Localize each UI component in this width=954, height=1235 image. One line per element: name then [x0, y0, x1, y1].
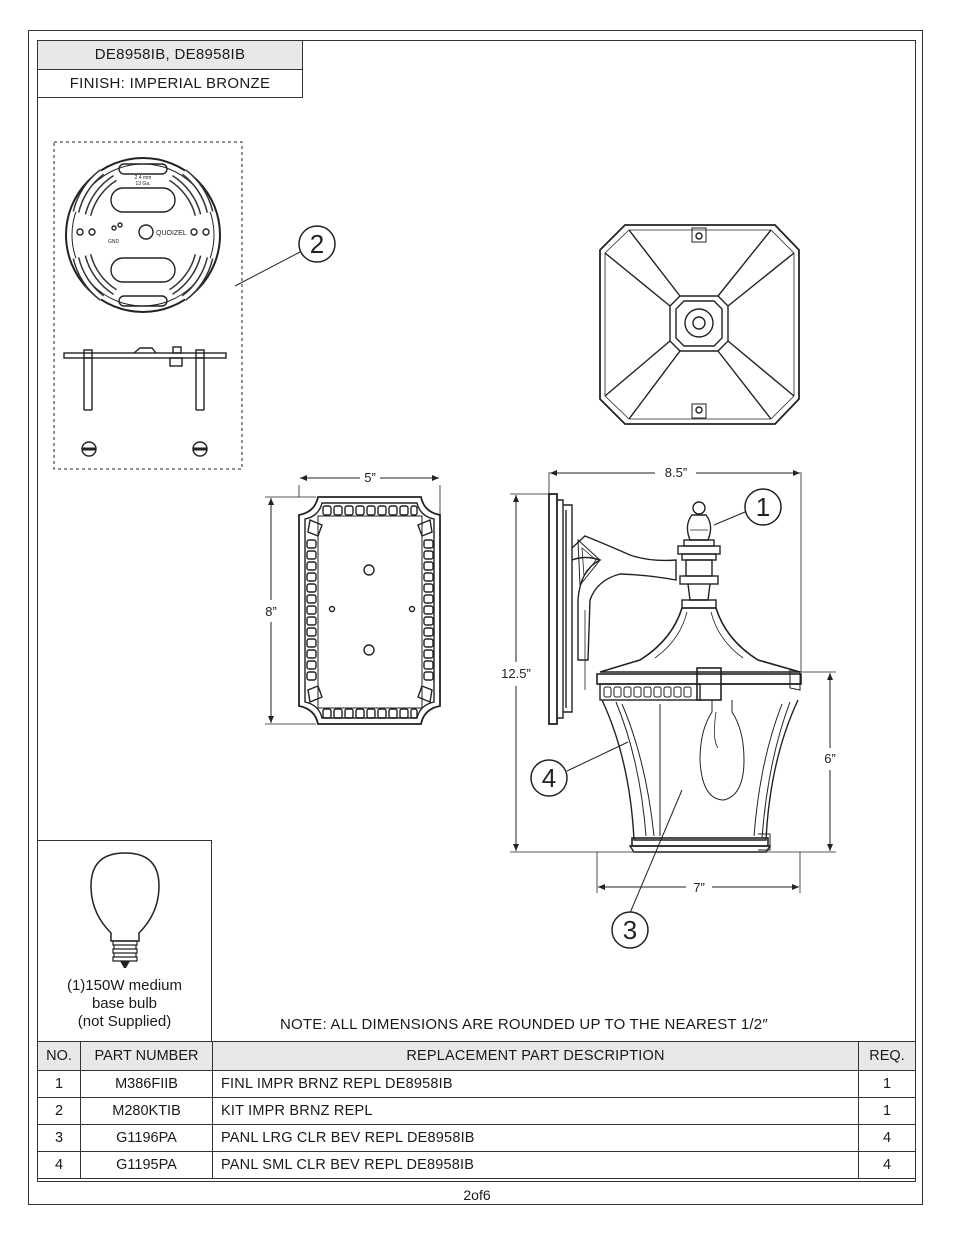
row-part-number: G1195PA: [80, 1151, 213, 1179]
table-header-row: NO. PART NUMBER REPLACEMENT PART DESCRIP…: [37, 1041, 916, 1071]
dim-depth: 8.5”: [665, 465, 687, 480]
mounting-kit-drawing: [53, 141, 301, 470]
row-description: FINL IMPR BRNZ REPL DE8958IB: [212, 1070, 859, 1098]
plate-ground-label: GND: [108, 239, 120, 245]
row-no: 2: [37, 1097, 81, 1125]
col-req: REQ.: [858, 1041, 916, 1071]
model-header: DE8958IB, DE8958IB FINISH: IMPERIAL BRON…: [37, 40, 303, 98]
plate-thickness-label: 2.4 mm: [135, 175, 152, 181]
row-no: 4: [37, 1151, 81, 1179]
bulb-line-3: (not Supplied): [77, 1013, 172, 1030]
plate-gauge-label: 13 Ga.: [135, 181, 150, 187]
bulb-icon: [90, 852, 160, 968]
row-part-number: M280KTIB: [80, 1097, 213, 1125]
parts-table: NO. PART NUMBER REPLACEMENT PART DESCRIP…: [37, 1041, 916, 1179]
dimension-note: NOTE: ALL DIMENSIONS ARE ROUNDED UP TO T…: [280, 1016, 768, 1033]
finish-label: FINISH: IMPERIAL BRONZE: [69, 75, 271, 92]
bulb-line-2: base bulb: [91, 995, 158, 1012]
row-no: 3: [37, 1124, 81, 1152]
plate-brand-label: QUOIZEL: [156, 230, 187, 237]
table-row: 3 G1196PA PANL LRG CLR BEV REPL DE8958IB…: [37, 1124, 916, 1152]
table-row: 2 M280KTIB KIT IMPR BRNZ REPL 1: [37, 1097, 916, 1125]
row-description: PANL LRG CLR BEV REPL DE8958IB: [212, 1124, 859, 1152]
dim-overall-height: 12.5”: [501, 666, 531, 681]
callout-2: 2: [310, 229, 324, 259]
dim-backplate-width: 5”: [364, 470, 376, 485]
col-part-number: PART NUMBER: [80, 1041, 213, 1071]
table-row: 4 G1195PA PANL SML CLR BEV REPL DE8958IB…: [37, 1151, 916, 1179]
col-description: REPLACEMENT PART DESCRIPTION: [212, 1041, 859, 1071]
row-description: KIT IMPR BRNZ REPL: [212, 1097, 859, 1125]
row-req: 1: [858, 1070, 916, 1098]
dim-backplate-height: 8”: [265, 604, 277, 619]
sheet-frame: [37, 40, 916, 1182]
side-view-drawing: [510, 470, 836, 914]
row-part-number: G1196PA: [80, 1124, 213, 1152]
dim-lantern-height: 6”: [824, 751, 836, 766]
callout-3: 3: [623, 915, 637, 945]
callout-1: 1: [756, 492, 770, 522]
row-req: 4: [858, 1151, 916, 1179]
table-row: 1 M386FIIB FINL IMPR BRNZ REPL DE8958IB …: [37, 1070, 916, 1098]
row-req: 1: [858, 1097, 916, 1125]
page-border: [28, 30, 923, 1205]
model-numbers: DE8958IB, DE8958IB: [38, 41, 302, 70]
col-no: NO.: [37, 1041, 81, 1071]
bulb-line-1: (1)150W medium: [66, 977, 183, 994]
row-description: PANL SML CLR BEV REPL DE8958IB: [212, 1151, 859, 1179]
callout-4: 4: [542, 763, 556, 793]
bulb-info-box: (1)150W medium base bulb (not Supplied): [37, 840, 212, 1042]
top-view-drawing: [599, 224, 800, 425]
row-part-number: M386FIIB: [80, 1070, 213, 1098]
callout-circles: [298, 225, 782, 949]
backplate-drawing: [265, 475, 441, 725]
page-number: 2of6: [463, 1187, 491, 1203]
row-no: 1: [37, 1070, 81, 1098]
row-req: 4: [858, 1124, 916, 1152]
dim-lantern-width: 7”: [693, 880, 705, 895]
